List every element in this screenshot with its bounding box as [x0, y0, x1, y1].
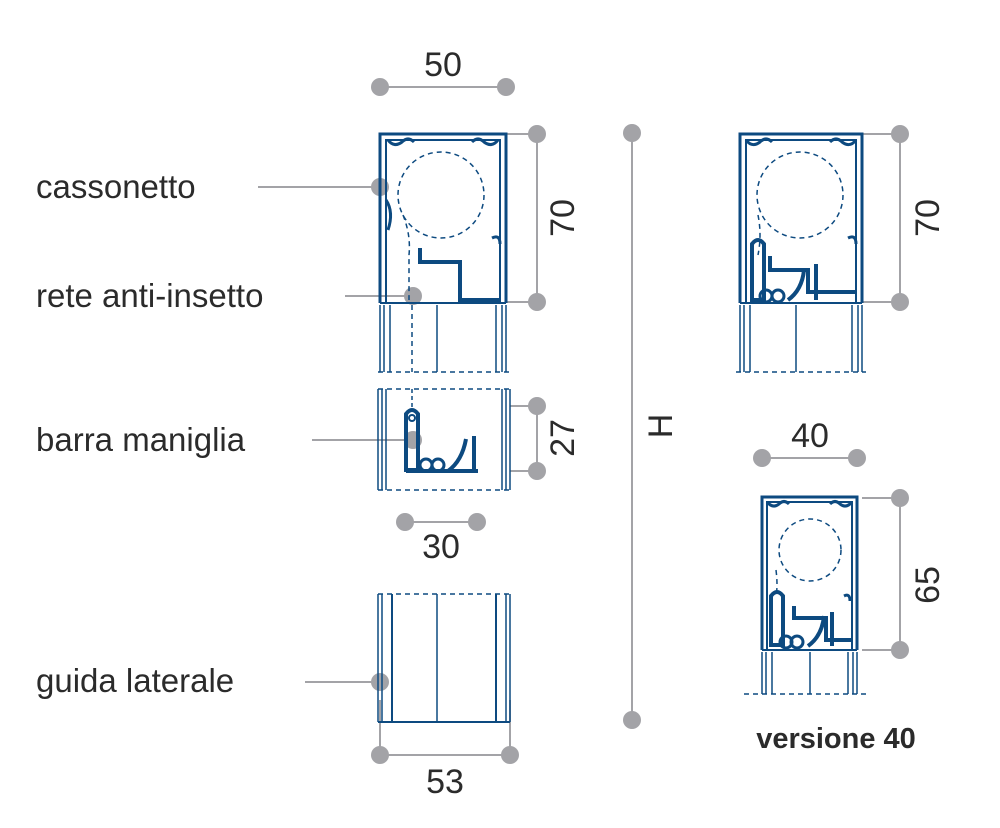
dim-guide-width: 53: [426, 763, 464, 801]
dim-handle-height: 27: [544, 419, 582, 457]
dim-top-width: 50: [424, 46, 462, 84]
dim-total-height: H: [642, 414, 680, 439]
dim-v40-width: 40: [791, 417, 829, 455]
dim-v40-height: 65: [909, 566, 947, 604]
label-cassonetto: cassonetto: [36, 168, 196, 205]
cassonetto-profile: [378, 132, 510, 373]
dim-handle-width: 30: [422, 528, 460, 566]
label-rete-anti-insetto: rete anti-insetto: [36, 277, 263, 314]
barra-maniglia-profile: [377, 388, 511, 491]
dim-v40-box-height: 70: [909, 199, 947, 237]
version40-box-70: [736, 132, 866, 373]
label-barra-maniglia: barra maniglia: [36, 421, 246, 458]
version40-box-65: [744, 495, 866, 695]
guida-laterale-profile: [377, 593, 511, 723]
label-guida-laterale: guida laterale: [36, 662, 234, 699]
caption-versione-40: versione 40: [756, 723, 916, 755]
dim-box-height: 70: [544, 199, 582, 237]
